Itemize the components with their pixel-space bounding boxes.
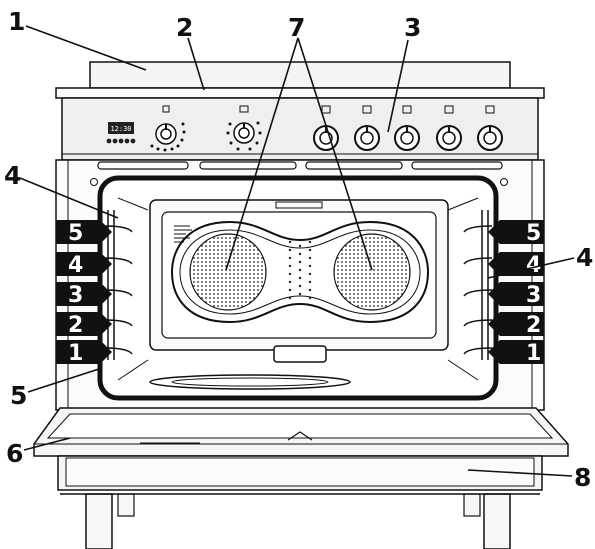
callout-6: 6 [6,439,23,468]
leg-left-back [118,494,134,516]
cavity-light-cover [274,346,326,362]
fan-grille-icon [334,234,410,310]
oven-cavity [91,178,508,398]
svg-text:1: 1 [68,341,83,366]
leg-left [86,494,112,549]
svg-text:2: 2 [526,313,541,338]
svg-text:2: 2 [68,313,83,338]
storage-drawer [58,456,542,494]
svg-text:3: 3 [68,283,83,308]
svg-text:5: 5 [68,221,83,246]
backguard [90,62,510,88]
fan-grille-icon [190,234,266,310]
svg-text:1: 1 [526,341,541,366]
svg-text:3: 3 [526,283,541,308]
clock-display-text: 12:30 [110,125,131,133]
callout-2: 2 [176,13,193,42]
callout-3: 3 [404,13,421,42]
callout-4-right: 4 [576,243,593,272]
leg-right-back [464,494,480,516]
svg-text:4: 4 [68,253,83,278]
cavity-floor [150,375,350,389]
callout-7: 7 [288,13,305,42]
cooktop-edge [56,88,544,98]
leader-1 [26,26,146,70]
callout-1: 1 [8,7,25,36]
svg-text:5: 5 [526,221,541,246]
callout-8: 8 [574,463,591,492]
clock-display: 12:30 [107,122,136,143]
oven-door [34,408,568,456]
callout-5: 5 [10,381,27,410]
leg-right [484,494,510,549]
callout-4-left: 4 [4,161,21,190]
